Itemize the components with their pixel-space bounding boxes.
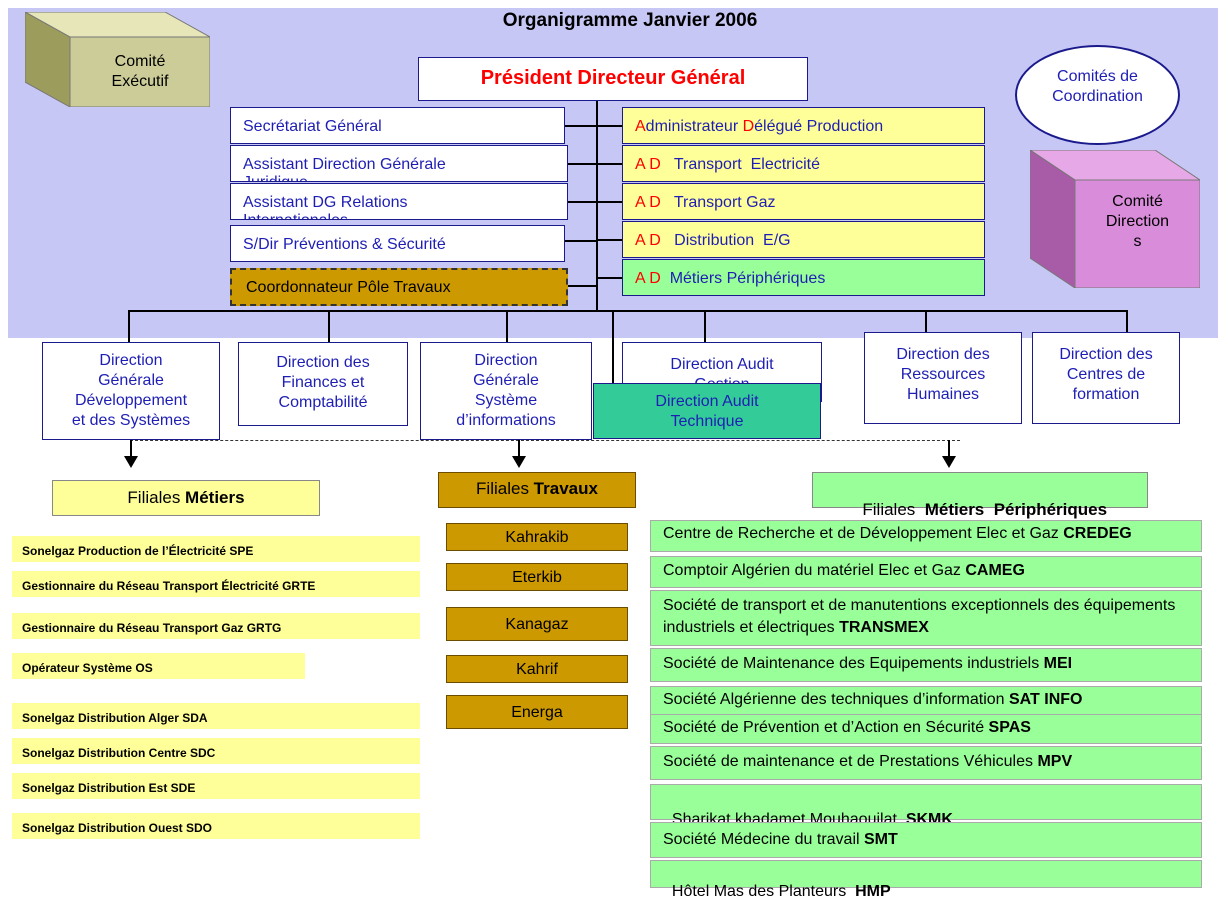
connector xyxy=(612,310,614,383)
periph-item: Société de Prévention et d’Action en Séc… xyxy=(650,714,1202,744)
connector xyxy=(568,201,596,203)
ad-distribution-box: A D Distribution E/G xyxy=(622,221,985,258)
periph-item: Comptoir Algérien du matériel Elec et Ga… xyxy=(650,556,1202,588)
connector xyxy=(1126,310,1128,332)
connector xyxy=(506,310,508,342)
travaux-item: Energa xyxy=(446,695,628,729)
assistant-dg-relations-box: Assistant DG RelationsInternationales xyxy=(230,183,568,220)
metier-item: Sonelgaz Distribution Centre SDC xyxy=(12,738,420,764)
connector xyxy=(128,310,130,342)
connector xyxy=(596,125,622,127)
periph-item: Société de transport et de manutentions … xyxy=(650,590,1202,646)
travaux-item: Kahrif xyxy=(446,655,628,683)
periph-item: Société de Maintenance des Equipements i… xyxy=(650,648,1202,682)
periph-item: Sharikat khadamet Mouhaouilat SKMK xyxy=(650,784,1202,828)
central-connector xyxy=(596,101,598,311)
arrow-down-icon xyxy=(942,456,956,468)
connector xyxy=(565,125,596,127)
dashed-divider xyxy=(130,440,960,441)
metier-item: Gestionnaire du Réseau Transport Gaz GRT… xyxy=(12,613,420,639)
arrow-down-icon xyxy=(124,456,138,468)
metier-item: Sonelgaz Distribution Alger SDA xyxy=(12,703,420,729)
metier-item: Gestionnaire du Réseau Transport Électri… xyxy=(12,571,420,597)
assistant-dg-juridique-box: Assistant Direction GénéraleJuridique xyxy=(230,145,568,182)
periph-item: Hôtel Mas des Planteurs HMP xyxy=(650,860,1202,900)
periph-item: Société Algérienne des techniques d’info… xyxy=(650,686,1202,716)
connector xyxy=(596,239,622,241)
periph-item: Centre de Recherche et de Développement … xyxy=(650,520,1202,552)
directions-bus xyxy=(128,310,1128,312)
travaux-item: Kanagaz xyxy=(446,607,628,641)
connector xyxy=(568,285,596,287)
travaux-item: Kahrakib xyxy=(446,523,628,551)
metier-item: Sonelgaz Distribution Est SDE xyxy=(12,773,420,799)
metier-item: Opérateur Système OS xyxy=(12,653,305,679)
pdg-box: Président Directeur Général xyxy=(418,57,808,101)
connector xyxy=(328,310,330,342)
ad-transport-electricite-box: A D Transport Electricité xyxy=(622,145,985,182)
secretariat-general-box: Secrétariat Général xyxy=(230,107,565,144)
connector xyxy=(130,440,132,456)
connector xyxy=(596,201,622,203)
connector xyxy=(596,277,622,279)
ad-metiers-peripheriques-box: A D Métiers Périphériques xyxy=(622,259,985,296)
connector xyxy=(948,440,950,456)
ad-production-box: Administrateur Délégué Production xyxy=(622,107,985,144)
connector xyxy=(568,163,596,165)
coordonnateur-box: Coordonnateur Pôle Travaux xyxy=(230,268,568,306)
connector xyxy=(565,240,596,242)
connector xyxy=(596,163,622,165)
pdg-label: Président Directeur Général xyxy=(480,67,746,89)
connector xyxy=(925,310,927,332)
connector xyxy=(518,440,520,456)
metier-item: Sonelgaz Distribution Ouest SDO xyxy=(12,813,420,839)
filiales-metiers-header: Filiales Métiers xyxy=(52,480,320,516)
filiales-travaux-header: Filiales Travaux xyxy=(438,472,636,508)
periph-item: Société Médecine du travail SMT xyxy=(650,822,1202,858)
chart-title: Organigramme Janvier 2006 xyxy=(502,10,758,31)
sdir-prevention-box: S/Dir Préventions & Sécurité xyxy=(230,225,565,262)
metier-item: Sonelgaz Production de l’Électricité SPE xyxy=(12,536,420,562)
travaux-item: Eterkib xyxy=(446,563,628,591)
connector xyxy=(704,310,706,342)
filiales-metiers-peripheriques-header: Filiales Métiers Périphériques xyxy=(812,472,1148,519)
ad-transport-gaz-box: A D Transport Gaz xyxy=(622,183,985,220)
periph-item: Société de maintenance et de Prestations… xyxy=(650,746,1202,780)
arrow-down-icon xyxy=(512,456,526,468)
